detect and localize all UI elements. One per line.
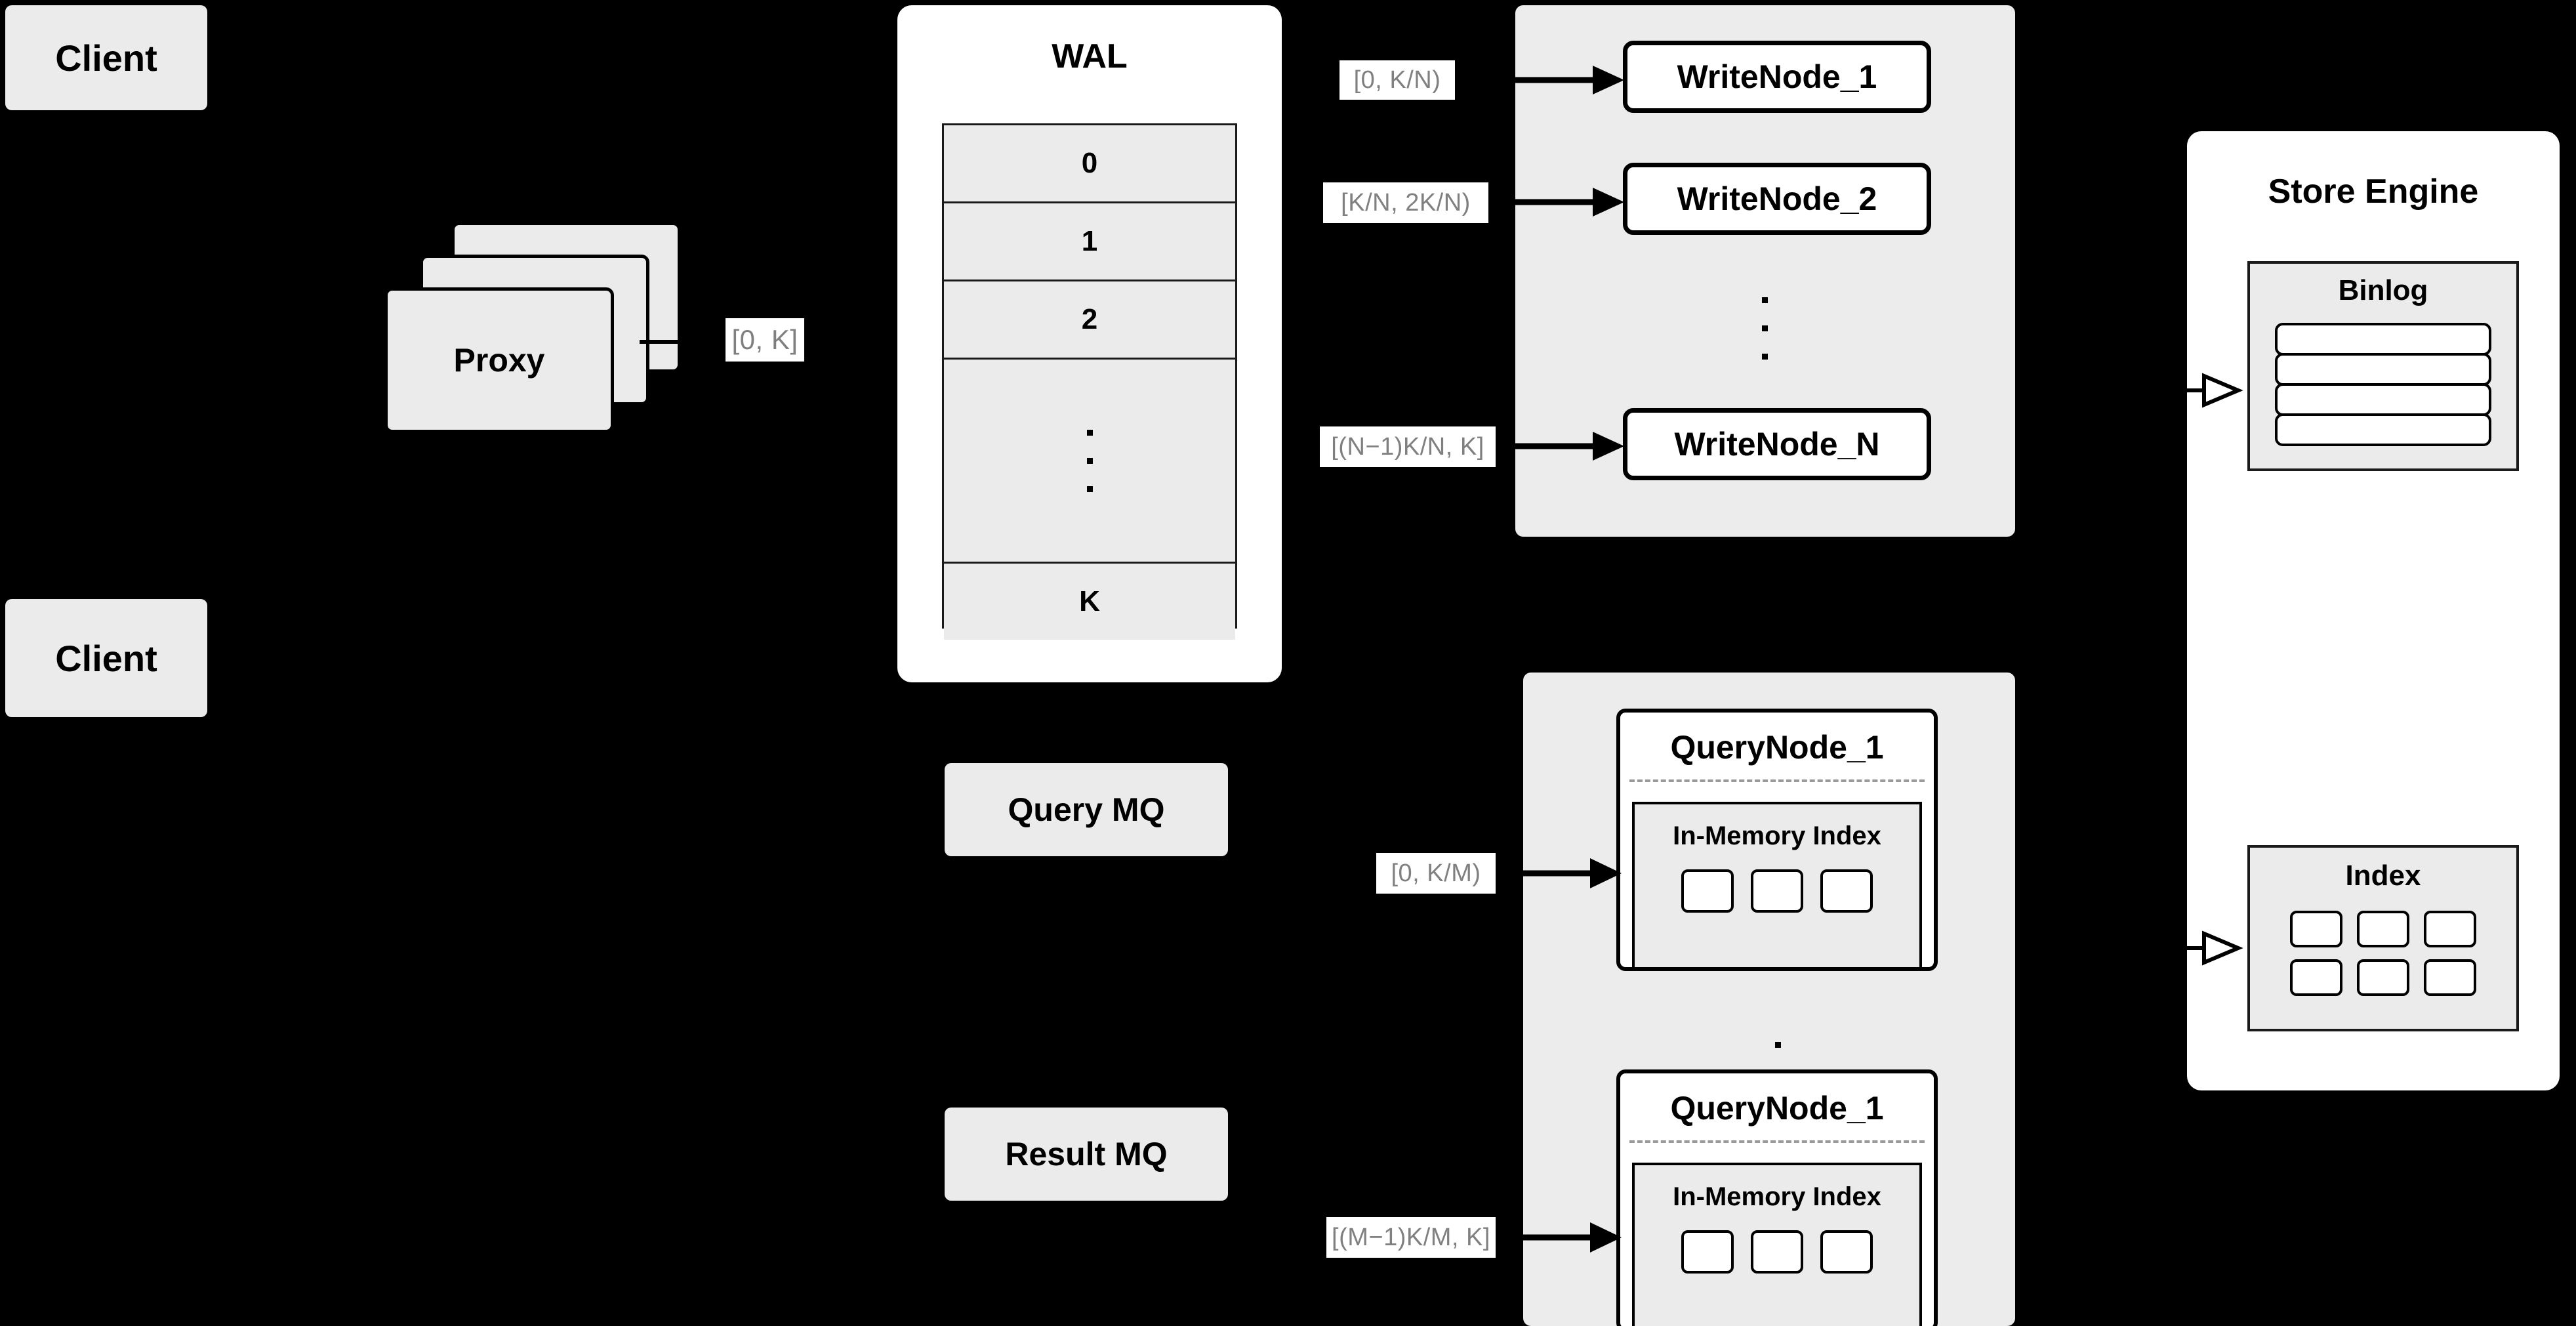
- store-index-tile: [2290, 959, 2342, 996]
- store-index-row: [2290, 959, 2476, 996]
- store-index-title: Index: [2345, 860, 2421, 892]
- query-node-2-index-title: In-Memory Index: [1673, 1182, 1881, 1211]
- result-mq-box[interactable]: Result MQ: [945, 1108, 1228, 1201]
- arrow-right-hollow-icon: [2173, 930, 2243, 966]
- write-node-2-label: WriteNode_2: [1677, 180, 1877, 217]
- wal-row: 2: [944, 281, 1235, 360]
- query-node-1-index-title: In-Memory Index: [1673, 821, 1881, 850]
- binlog-title: Binlog: [2338, 274, 2428, 306]
- query-node-1-separator: [1629, 779, 1925, 782]
- index-tile: [1751, 1230, 1803, 1274]
- index-tile: [1820, 869, 1873, 913]
- binlog-bar: [2275, 413, 2491, 446]
- client-box-2[interactable]: Client: [5, 599, 207, 717]
- client-label-1: Client: [55, 37, 157, 79]
- store-index-tile: [2290, 911, 2342, 947]
- store-engine-title: Store Engine: [2268, 173, 2479, 211]
- store-index-tile: [2424, 911, 2476, 947]
- query-node-2-inmemory-index: In-Memory Index: [1632, 1163, 1922, 1326]
- query-node-1-inmemory-index: In-Memory Index: [1632, 802, 1922, 970]
- write-node-1[interactable]: WriteNode_1: [1623, 41, 1931, 113]
- binlog-bars: [2275, 323, 2491, 446]
- edge-label-write-2: [K/N, 2K/N): [1323, 182, 1488, 223]
- vertical-ellipsis-icon: [1086, 429, 1093, 492]
- edge-label-query-1: [0, K/M): [1376, 853, 1496, 894]
- store-index-tile: [2357, 959, 2409, 996]
- write-node-1-label: WriteNode_1: [1677, 58, 1877, 95]
- query-node-1-title: QueryNode_1: [1670, 729, 1884, 766]
- query-node-2-tile-row: [1635, 1230, 1919, 1274]
- arrow-right-filled-icon: [1462, 66, 1624, 94]
- query-mq-box[interactable]: Query MQ: [945, 763, 1228, 856]
- store-engine-panel: Store Engine Binlog Index: [2187, 131, 2560, 1090]
- wal-row: 1: [944, 203, 1235, 281]
- wal-panel: WAL 0 1 2 K: [897, 5, 1282, 682]
- index-tile: [1681, 1230, 1734, 1274]
- arrow-right-filled-icon: [1501, 1222, 1622, 1253]
- query-node-2[interactable]: QueryNode_1 In-Memory Index: [1616, 1069, 1938, 1326]
- binlog-bar: [2275, 323, 2491, 356]
- wal-row: 0: [944, 125, 1235, 203]
- proxy-box[interactable]: Proxy: [384, 287, 614, 433]
- wal-row: K: [944, 564, 1235, 640]
- arrow-right-filled-icon: [1501, 858, 1622, 888]
- arrow-right-filled-icon: [1498, 432, 1624, 461]
- store-index-tile: [2424, 959, 2476, 996]
- proxy-label: Proxy: [453, 342, 545, 379]
- edge-label-query-2: [(M−1)K/M, K]: [1326, 1217, 1496, 1258]
- edge-label-write-n: [(N−1)K/N, K]: [1320, 426, 1496, 467]
- arrow-right-hollow-icon: [2173, 373, 2243, 408]
- query-node-1-tile-row: [1635, 869, 1919, 913]
- client-box-1[interactable]: Client: [5, 5, 207, 110]
- edge-label-proxy-to-wal: [0, K]: [726, 318, 804, 362]
- binlog-bar: [2275, 383, 2491, 416]
- binlog-bar: [2275, 353, 2491, 386]
- edge-label-write-1: [0, K/N): [1339, 60, 1455, 100]
- store-index-box: Index: [2247, 845, 2519, 1031]
- result-mq-label: Result MQ: [1005, 1136, 1168, 1172]
- index-tile: [1820, 1230, 1873, 1274]
- query-node-2-title: QueryNode_1: [1670, 1090, 1884, 1127]
- index-tile: [1681, 869, 1734, 913]
- write-cluster-ellipsis-icon: [1758, 276, 1771, 381]
- store-index-grid: [2250, 911, 2516, 996]
- wal-row-ellipsis: [944, 360, 1235, 564]
- client-label-2: Client: [55, 637, 157, 679]
- arrow-right-filled-icon: [1489, 188, 1624, 217]
- write-node-n[interactable]: WriteNode_N: [1623, 408, 1931, 480]
- index-tile: [1751, 869, 1803, 913]
- store-index-tile: [2357, 911, 2409, 947]
- query-mq-label: Query MQ: [1008, 791, 1165, 828]
- binlog-box: Binlog: [2247, 261, 2519, 471]
- proxy-connector-line: [640, 340, 679, 344]
- query-node-1[interactable]: QueryNode_1 In-Memory Index: [1616, 709, 1938, 971]
- query-node-2-separator: [1629, 1140, 1925, 1143]
- wal-title: WAL: [1052, 37, 1128, 75]
- write-node-2[interactable]: WriteNode_2: [1623, 163, 1931, 235]
- write-node-n-label: WriteNode_N: [1674, 426, 1880, 463]
- store-index-row: [2290, 911, 2476, 947]
- wal-table: 0 1 2 K: [942, 123, 1237, 640]
